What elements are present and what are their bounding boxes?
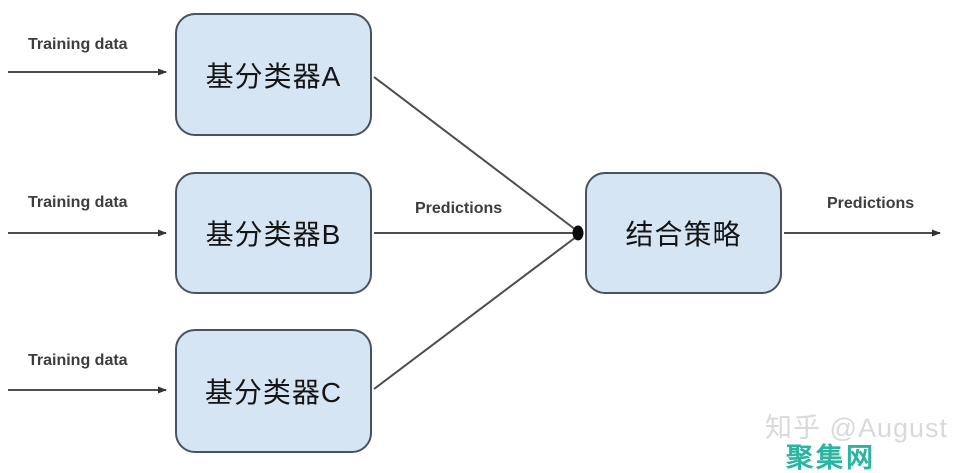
- predictions-mid-label: Predictions: [415, 200, 503, 217]
- training-data-label-a: Training data: [28, 36, 128, 53]
- node-combine-strategy: 结合策略: [585, 172, 782, 294]
- node-base-classifier-c-label: 基分类器C: [204, 377, 343, 408]
- site-watermark: 聚集网: [786, 443, 876, 473]
- training-data-label-c: Training data: [28, 352, 128, 369]
- training-data-label-b: Training data: [28, 194, 128, 211]
- node-base-classifier-a-label: 基分类器A: [205, 60, 342, 92]
- node-base-classifier-a: 基分类器A: [175, 13, 372, 136]
- line-classifier-c-to-junction: [373, 236, 577, 390]
- node-base-classifier-b: 基分类器B: [175, 172, 372, 294]
- line-classifier-a-to-junction: [373, 76, 577, 231]
- junction-dot: [572, 225, 584, 241]
- zhihu-watermark: 知乎 @August: [765, 413, 948, 443]
- node-base-classifier-b-label: 基分类器B: [205, 219, 342, 250]
- node-combine-strategy-label: 结合策略: [625, 219, 742, 250]
- predictions-output-label: Predictions: [827, 195, 915, 212]
- node-base-classifier-c: 基分类器C: [175, 329, 372, 453]
